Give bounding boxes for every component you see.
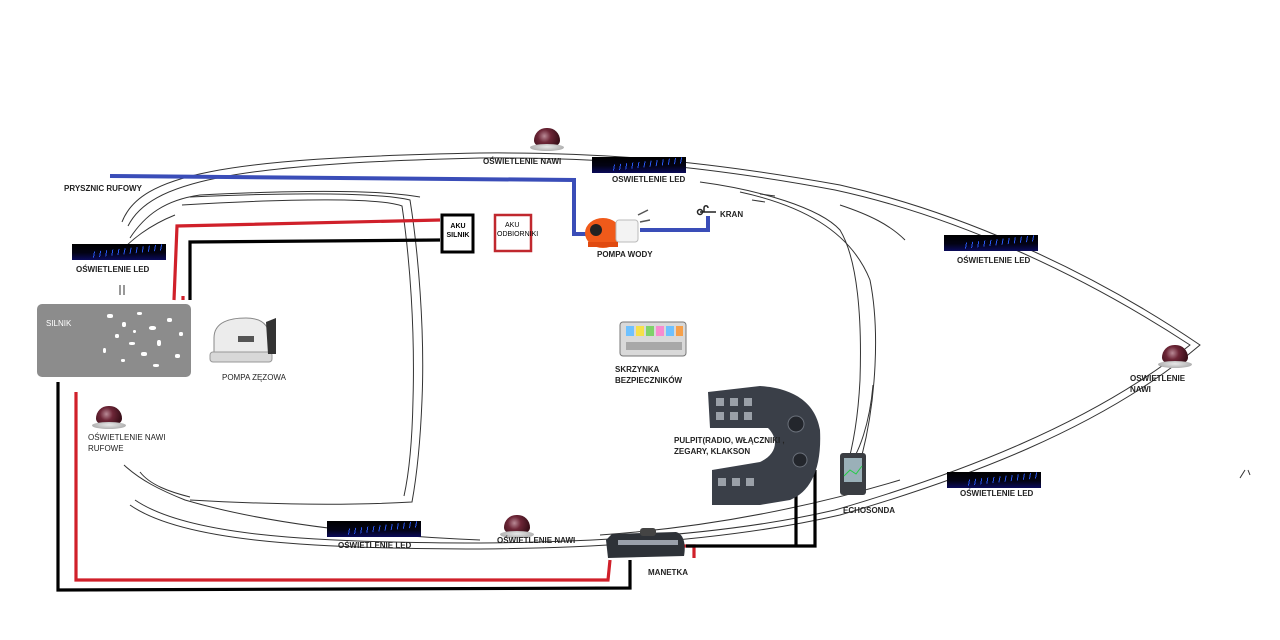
battery-engine-box bbox=[440, 213, 475, 254]
water-pump-icon bbox=[585, 209, 651, 248]
led-strip-icon bbox=[72, 244, 166, 260]
label-dashboard: PULPIT(RADIO, WŁĄCZNIKI , ZEGARY, KLAKSO… bbox=[674, 436, 785, 456]
navigation-light-icon bbox=[1158, 345, 1192, 369]
throttle-lever-icon bbox=[606, 528, 685, 558]
label-rear-shower: PRYSZNIC RUFOWY bbox=[64, 184, 142, 193]
dashboard-panel-icon bbox=[708, 386, 821, 505]
label-led-right-top: OŚWIETLENIE LED bbox=[957, 256, 1031, 265]
label-echo-sounder: ECHOSONDA bbox=[843, 506, 896, 515]
label-throttle: MANETKA bbox=[648, 568, 688, 577]
label-fuse-box: SKRZYNKA BEZPIECZNIKÓW bbox=[615, 365, 683, 385]
label-nav-light-top: OŚWIETLENIE NAWI bbox=[483, 157, 562, 166]
navigation-light-icon bbox=[500, 515, 534, 539]
water-hose bbox=[109, 174, 710, 236]
led-strip-icon bbox=[947, 472, 1041, 488]
label-faucet: KRAN bbox=[720, 210, 744, 219]
led-strip-icon bbox=[944, 235, 1038, 251]
navigation-light-icon bbox=[530, 128, 564, 152]
echo-sounder-icon bbox=[840, 453, 866, 495]
bilge-pump-icon bbox=[209, 317, 276, 363]
battery-consumers-label: AKU ODBIORNIKI bbox=[497, 222, 539, 238]
label-led-left: OŚWIETLENIE LED bbox=[76, 265, 150, 274]
led-strip-icon bbox=[327, 521, 421, 537]
engine-block bbox=[37, 304, 191, 377]
battery-engine-label: AKU SILNIK bbox=[446, 223, 470, 239]
fuse-box-icon bbox=[619, 321, 687, 357]
label-led-right-bottom: OŚWIETLENIE LED bbox=[960, 489, 1034, 498]
label-nav-light-bottom: OŚWIETLENIE NAWI bbox=[497, 536, 576, 545]
label-engine: SILNIK bbox=[46, 319, 72, 328]
battery-consumers-box bbox=[493, 213, 533, 253]
label-led-top: OSWIETLENIE LED bbox=[612, 175, 686, 184]
navigation-light-icon bbox=[92, 406, 126, 430]
faucet-icon bbox=[696, 205, 716, 216]
label-led-bottom: OŚWIETLENIE LED bbox=[338, 541, 412, 550]
label-nav-light-right: OSWIETLENIE NAWI bbox=[1130, 374, 1186, 394]
led-strip-icon bbox=[592, 157, 686, 173]
label-nav-light-rear: OŚWIETLENIE NAWI RUFOWE bbox=[88, 433, 166, 453]
label-bilge-pump: POMPA ZĘZOWA bbox=[222, 373, 287, 382]
label-water-pump: POMPA WODY bbox=[597, 250, 653, 259]
